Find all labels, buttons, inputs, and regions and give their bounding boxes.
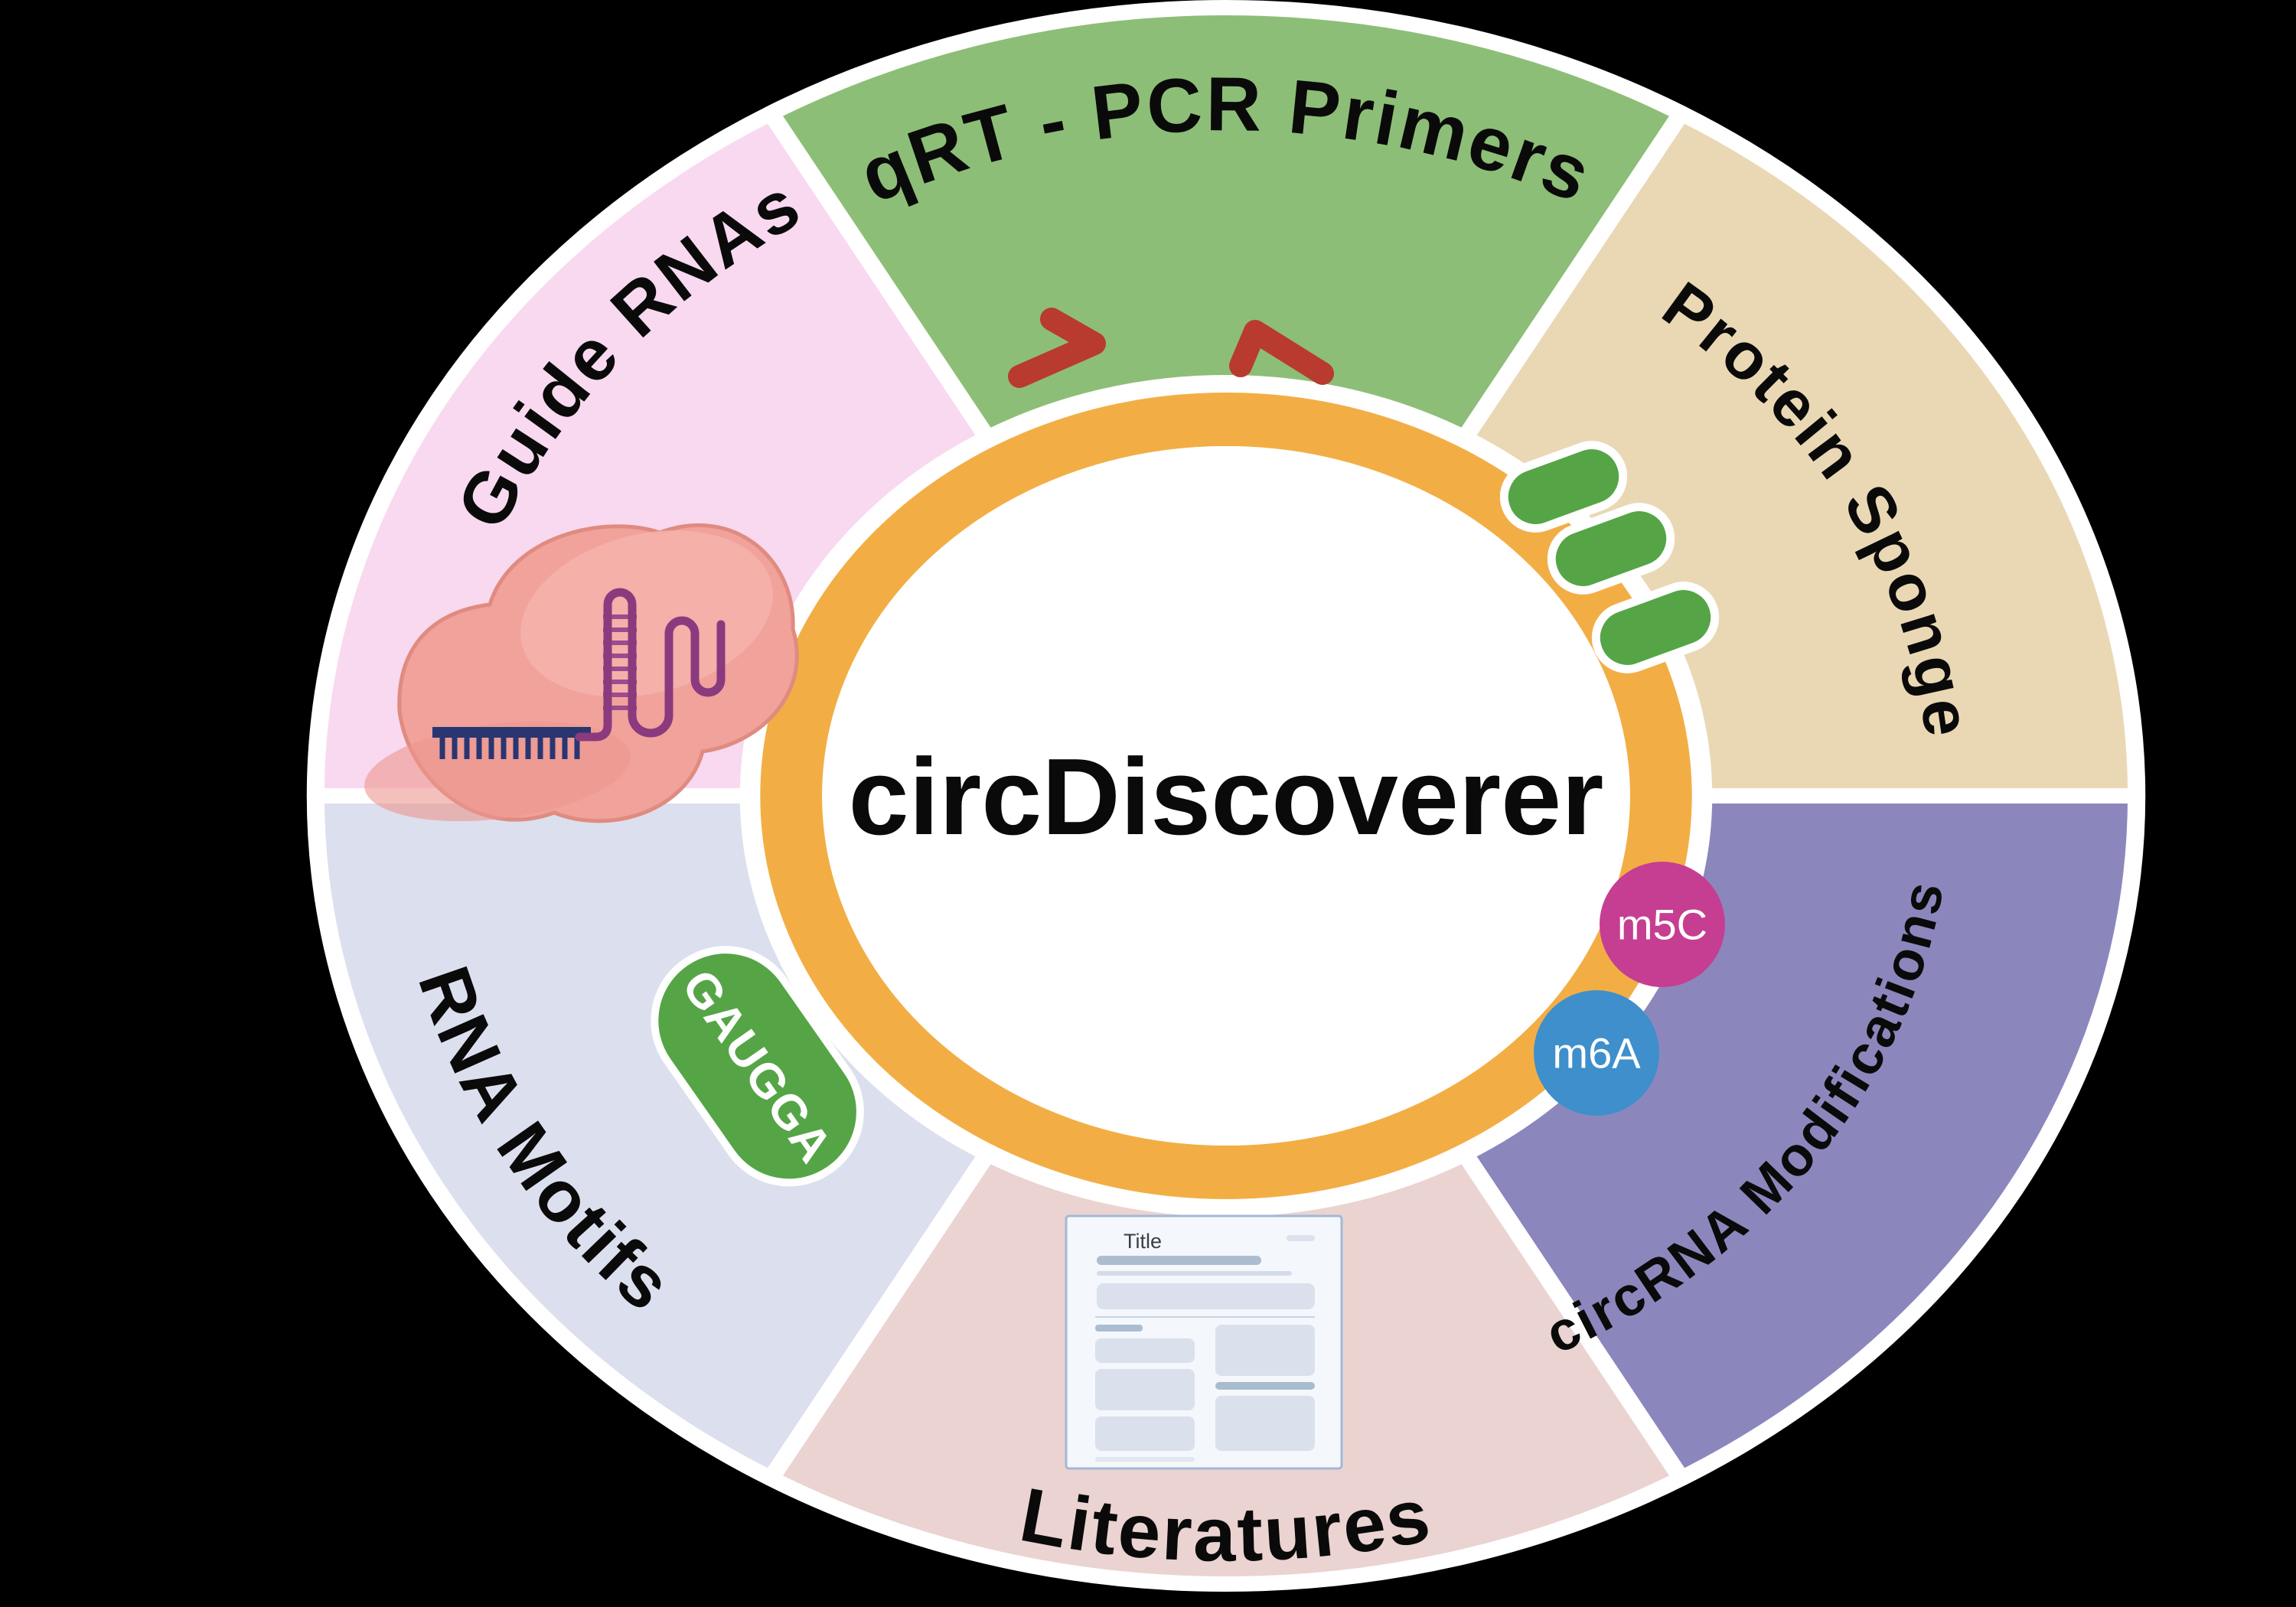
document-block — [1095, 1416, 1195, 1451]
document-heading-bar — [1097, 1256, 1261, 1265]
m6a-badge: m6A — [1534, 990, 1659, 1116]
cas-protein-highlight — [520, 530, 773, 697]
document-section-bar — [1095, 1325, 1143, 1332]
primer-reverse-icon — [1229, 320, 1334, 385]
document-subheading-bar — [1097, 1271, 1292, 1276]
protein-pill-icon — [1591, 582, 1720, 673]
literature-document-icon: Title — [1065, 1214, 1343, 1470]
m5c-badge: m5C — [1600, 862, 1725, 987]
m5c-circle — [1600, 862, 1725, 987]
m6a-label: m6A — [1552, 1029, 1641, 1077]
gaugga-pill — [651, 946, 864, 1187]
document-block — [1095, 1338, 1195, 1363]
guide-rna-icon — [364, 523, 799, 823]
segment-qrt-pcr-primers — [762, 0, 1691, 446]
m5c-label: m5C — [1617, 901, 1707, 949]
document-title: Title — [1124, 1230, 1162, 1253]
document-corner-bar — [1287, 1235, 1315, 1241]
document-footer-bar — [1095, 1457, 1195, 1462]
primer-forward-icon — [1008, 308, 1106, 388]
segment-rna-motifs — [306, 788, 996, 1486]
m6a-circle — [1534, 990, 1659, 1116]
gaugga-motif-badge: GAUGGA — [651, 946, 864, 1187]
document-figure-block — [1215, 1325, 1315, 1376]
grna-scaffold-icon — [575, 588, 726, 742]
dna-strand-icon — [432, 727, 591, 759]
document-block — [1095, 1369, 1195, 1410]
pcr-primers-icon — [1008, 308, 1334, 388]
page-title: circDiscoverer — [849, 736, 1604, 858]
hub-ring — [760, 393, 1692, 1199]
hub-disc — [822, 446, 1630, 1146]
document-figure-block — [1215, 1396, 1315, 1451]
protein-sponge-icon — [1499, 441, 1720, 673]
document-caption-bar — [1215, 1382, 1315, 1390]
document-abstract-block — [1097, 1283, 1315, 1309]
protein-pill-icon — [1547, 503, 1675, 595]
document-divider — [1095, 1316, 1315, 1318]
protein-pill-icon — [1499, 441, 1628, 533]
